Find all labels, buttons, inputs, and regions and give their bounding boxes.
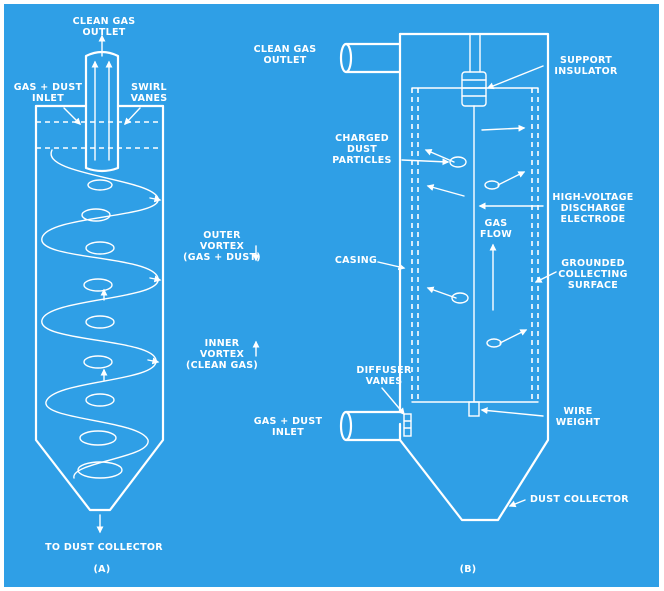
precipitator-diagram: [339, 32, 557, 522]
b-diffuser-1: DIFFUSER: [356, 365, 412, 376]
particle-arrow: [499, 329, 528, 344]
a-outer-vortex-1: OUTER: [203, 230, 241, 241]
particle-arrow: [426, 184, 465, 197]
particle-arrow: [497, 171, 526, 186]
inner-vortex-ring: [83, 278, 113, 292]
inner-vortex-ring: [87, 179, 113, 191]
inner-vortex-ring: [85, 315, 115, 329]
vortex-arrow: [149, 275, 162, 283]
a-swirl-vanes-2: VANES: [131, 93, 168, 104]
a-inner-vortex-1: INNER: [205, 338, 240, 349]
diffuser-leader: [381, 387, 405, 416]
b-caption: (B): [460, 564, 477, 575]
b-grounded-3: SURFACE: [568, 280, 618, 291]
b-gas-flow-1: GAS: [485, 218, 508, 229]
inlet-arrow: [124, 107, 141, 126]
b-inlet-pipe: [344, 410, 402, 442]
b-casing: CASING: [335, 255, 377, 266]
a-gas-dust-inlet-2: INLET: [32, 93, 64, 104]
support-insulator: [461, 71, 487, 107]
b-charged-dust-1: CHARGED: [335, 133, 389, 144]
particle-arrow: [481, 124, 526, 132]
vortex-arrow: [149, 195, 162, 203]
dust-collector-leader: [508, 499, 526, 508]
inner-vortex-ring: [81, 208, 111, 222]
wire-weight-leader: [480, 407, 544, 417]
charged-particle: [484, 180, 500, 190]
a-swirl-vanes-1: SWIRL: [131, 82, 167, 93]
b-gas-dust-inlet-1: GAS + DUST: [254, 416, 323, 427]
charged-particle: [449, 156, 467, 168]
inner-vortex-ring: [83, 355, 113, 369]
b-gas-dust-inlet-2: INLET: [272, 427, 304, 438]
b-inlet-pipe-end: [339, 410, 353, 442]
a-to-dust-collector: TO DUST COLLECTOR: [45, 542, 163, 553]
inner-vortex-ring: [85, 393, 115, 407]
a-inner-vortex-2: VORTEX: [200, 349, 245, 360]
b-charged-dust-2: DUST: [347, 144, 377, 155]
vortex-arrow: [147, 357, 160, 365]
outer-vortex-spiral: [41, 149, 159, 479]
support-insulator-leader: [486, 65, 544, 90]
charged-particle: [486, 338, 502, 348]
a-gas-dust-inlet-1: GAS + DUST: [14, 82, 83, 93]
clean-gas-outlet-tube: [84, 50, 120, 173]
cyclone-body: [34, 104, 165, 512]
b-support-insulator-1: SUPPORT: [560, 55, 612, 66]
wire-weight: [468, 401, 480, 417]
b-support-insulator-2: INSULATOR: [554, 66, 618, 77]
casing-leader: [377, 261, 406, 271]
charged-particle: [451, 292, 469, 304]
diagram-panel: [4, 4, 659, 587]
a-caption: (A): [94, 564, 111, 575]
b-wire-weight-1: WIRE: [563, 406, 592, 417]
cyclone-diagram: [34, 34, 260, 534]
collecting-surface-leader: [534, 271, 557, 283]
charged-particles-leader: [401, 158, 450, 166]
a-clean-gas-outlet-2: OUTLET: [82, 27, 125, 38]
b-dust-collector: DUST COLLECTOR: [530, 494, 629, 505]
b-outlet-pipe: [344, 42, 402, 74]
particle-arrow: [424, 148, 455, 163]
b-grounded-2: COLLECTING: [558, 269, 627, 280]
b-diffuser-2: VANES: [366, 376, 403, 387]
b-discharge-electrode-3: ELECTRODE: [561, 214, 626, 225]
b-charged-dust-3: PARTICLES: [332, 155, 391, 166]
inner-vortex-ring: [77, 461, 123, 479]
b-grounded-1: GROUNDED: [561, 258, 625, 269]
a-outer-vortex-2: VORTEX: [200, 241, 245, 252]
a-clean-gas-outlet-1: CLEAN GAS: [73, 16, 136, 27]
diffuser-vanes: [403, 413, 412, 437]
b-outlet-pipe-end: [339, 42, 353, 74]
inlet-arrow: [63, 107, 81, 125]
particle-arrow: [426, 286, 457, 299]
inner-vortex-ring: [85, 241, 115, 255]
a-inner-vortex-3: (CLEAN GAS): [186, 360, 258, 371]
b-wire-weight-2: WEIGHT: [556, 417, 601, 428]
b-gas-flow-2: FLOW: [480, 229, 512, 240]
inner-vortex-ring: [79, 430, 117, 446]
b-clean-gas-outlet-2: OUTLET: [263, 55, 306, 66]
b-discharge-electrode-2: DISCHARGE: [561, 203, 626, 214]
a-outer-vortex-3: (GAS + DUST): [183, 252, 261, 263]
b-discharge-electrode-1: HIGH-VOLTAGE: [552, 192, 633, 203]
b-clean-gas-outlet-1: CLEAN GAS: [254, 44, 317, 55]
